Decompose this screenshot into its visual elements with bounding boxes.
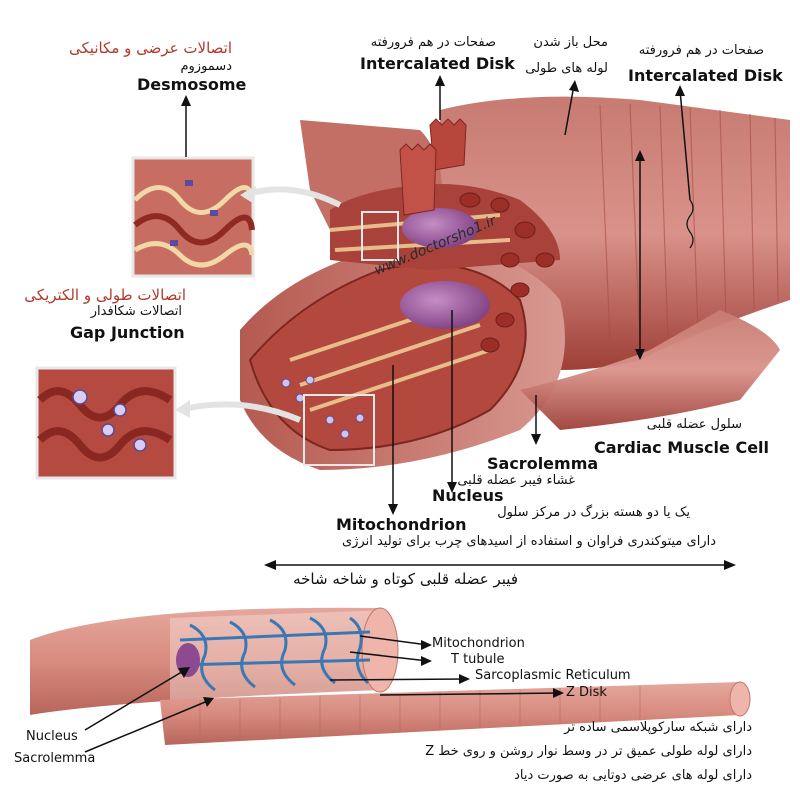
- mitochondrion-label: Mitochondrion: [336, 516, 467, 534]
- bottom-nucleus-label: Nucleus: [26, 730, 78, 745]
- cardiac-cell-label: Cardiac Muscle Cell: [594, 439, 769, 457]
- note-simpler-sr: دارای شبکه سارکوپلاسمی ساده تر: [564, 721, 752, 736]
- bottom-nucleus: [176, 643, 200, 677]
- bottom-z-disk-label: Z Disk: [566, 686, 607, 701]
- bottom-sarcolemma-label: Sacrolemma: [14, 752, 95, 767]
- desmosome-group-label: اتصالات عرضی و مکانیکی: [69, 40, 232, 57]
- desmosome-label: Desmosome: [137, 76, 246, 94]
- fiber-fa-label: فیبر عضله قلبی کوتاه و شاخه شاخه: [293, 571, 518, 588]
- sarcolemma-label: Sacrolemma: [487, 455, 598, 473]
- nucleus-label: Nucleus: [432, 487, 504, 505]
- fiber-body: [240, 97, 790, 470]
- intercalated-disk-label-2: Intercalated Disk: [628, 67, 783, 85]
- gap-junction-fa-label: اتصالات شکافدار: [91, 305, 182, 320]
- nucleus-fa-label: یک یا دو هسته بزرگ در مرکز سلول: [497, 506, 690, 521]
- intercalated-disk-label-1: Intercalated Disk: [360, 55, 515, 73]
- intercalated-disk-fa-label-2: صفحات در هم فرورفته: [639, 44, 764, 59]
- bottom-sr-label: Sarcoplasmic Reticulum: [475, 669, 631, 684]
- t-tubule-opening-label-2: لوله های طولی: [525, 62, 608, 77]
- gap-junction-label: Gap Junction: [70, 324, 185, 342]
- mitochondrion-fa-label: دارای میتوکندری فراوان و استفاده از اسید…: [342, 535, 716, 550]
- gap-junction-inset: [37, 368, 175, 478]
- note-deep-t-tubule: دارای لوله طولی عمیق تر در وسط نوار روشن…: [425, 745, 752, 760]
- intercalated-disk-fa-label-1: صفحات در هم فرورفته: [371, 36, 496, 51]
- desmosome-fa-label: دسموزوم: [180, 60, 232, 75]
- nucleus-lower: [400, 281, 490, 329]
- bottom-t-tubule-label: T tubule: [451, 653, 505, 668]
- t-tubule-opening-label-1: محل باز شدن: [533, 36, 608, 51]
- desmosome-inset: [133, 158, 253, 276]
- bottom-mitochondrion-label: Mitochondrion: [432, 637, 525, 652]
- cardiac-cell-fa-label: سلول عضله قلبی: [647, 418, 742, 433]
- gap-junction-group-label: اتصالات طولی و الکتریکی: [24, 287, 186, 304]
- note-dyad: دارای لوله های عرضی دوتایی به صورت دیاد: [514, 769, 752, 784]
